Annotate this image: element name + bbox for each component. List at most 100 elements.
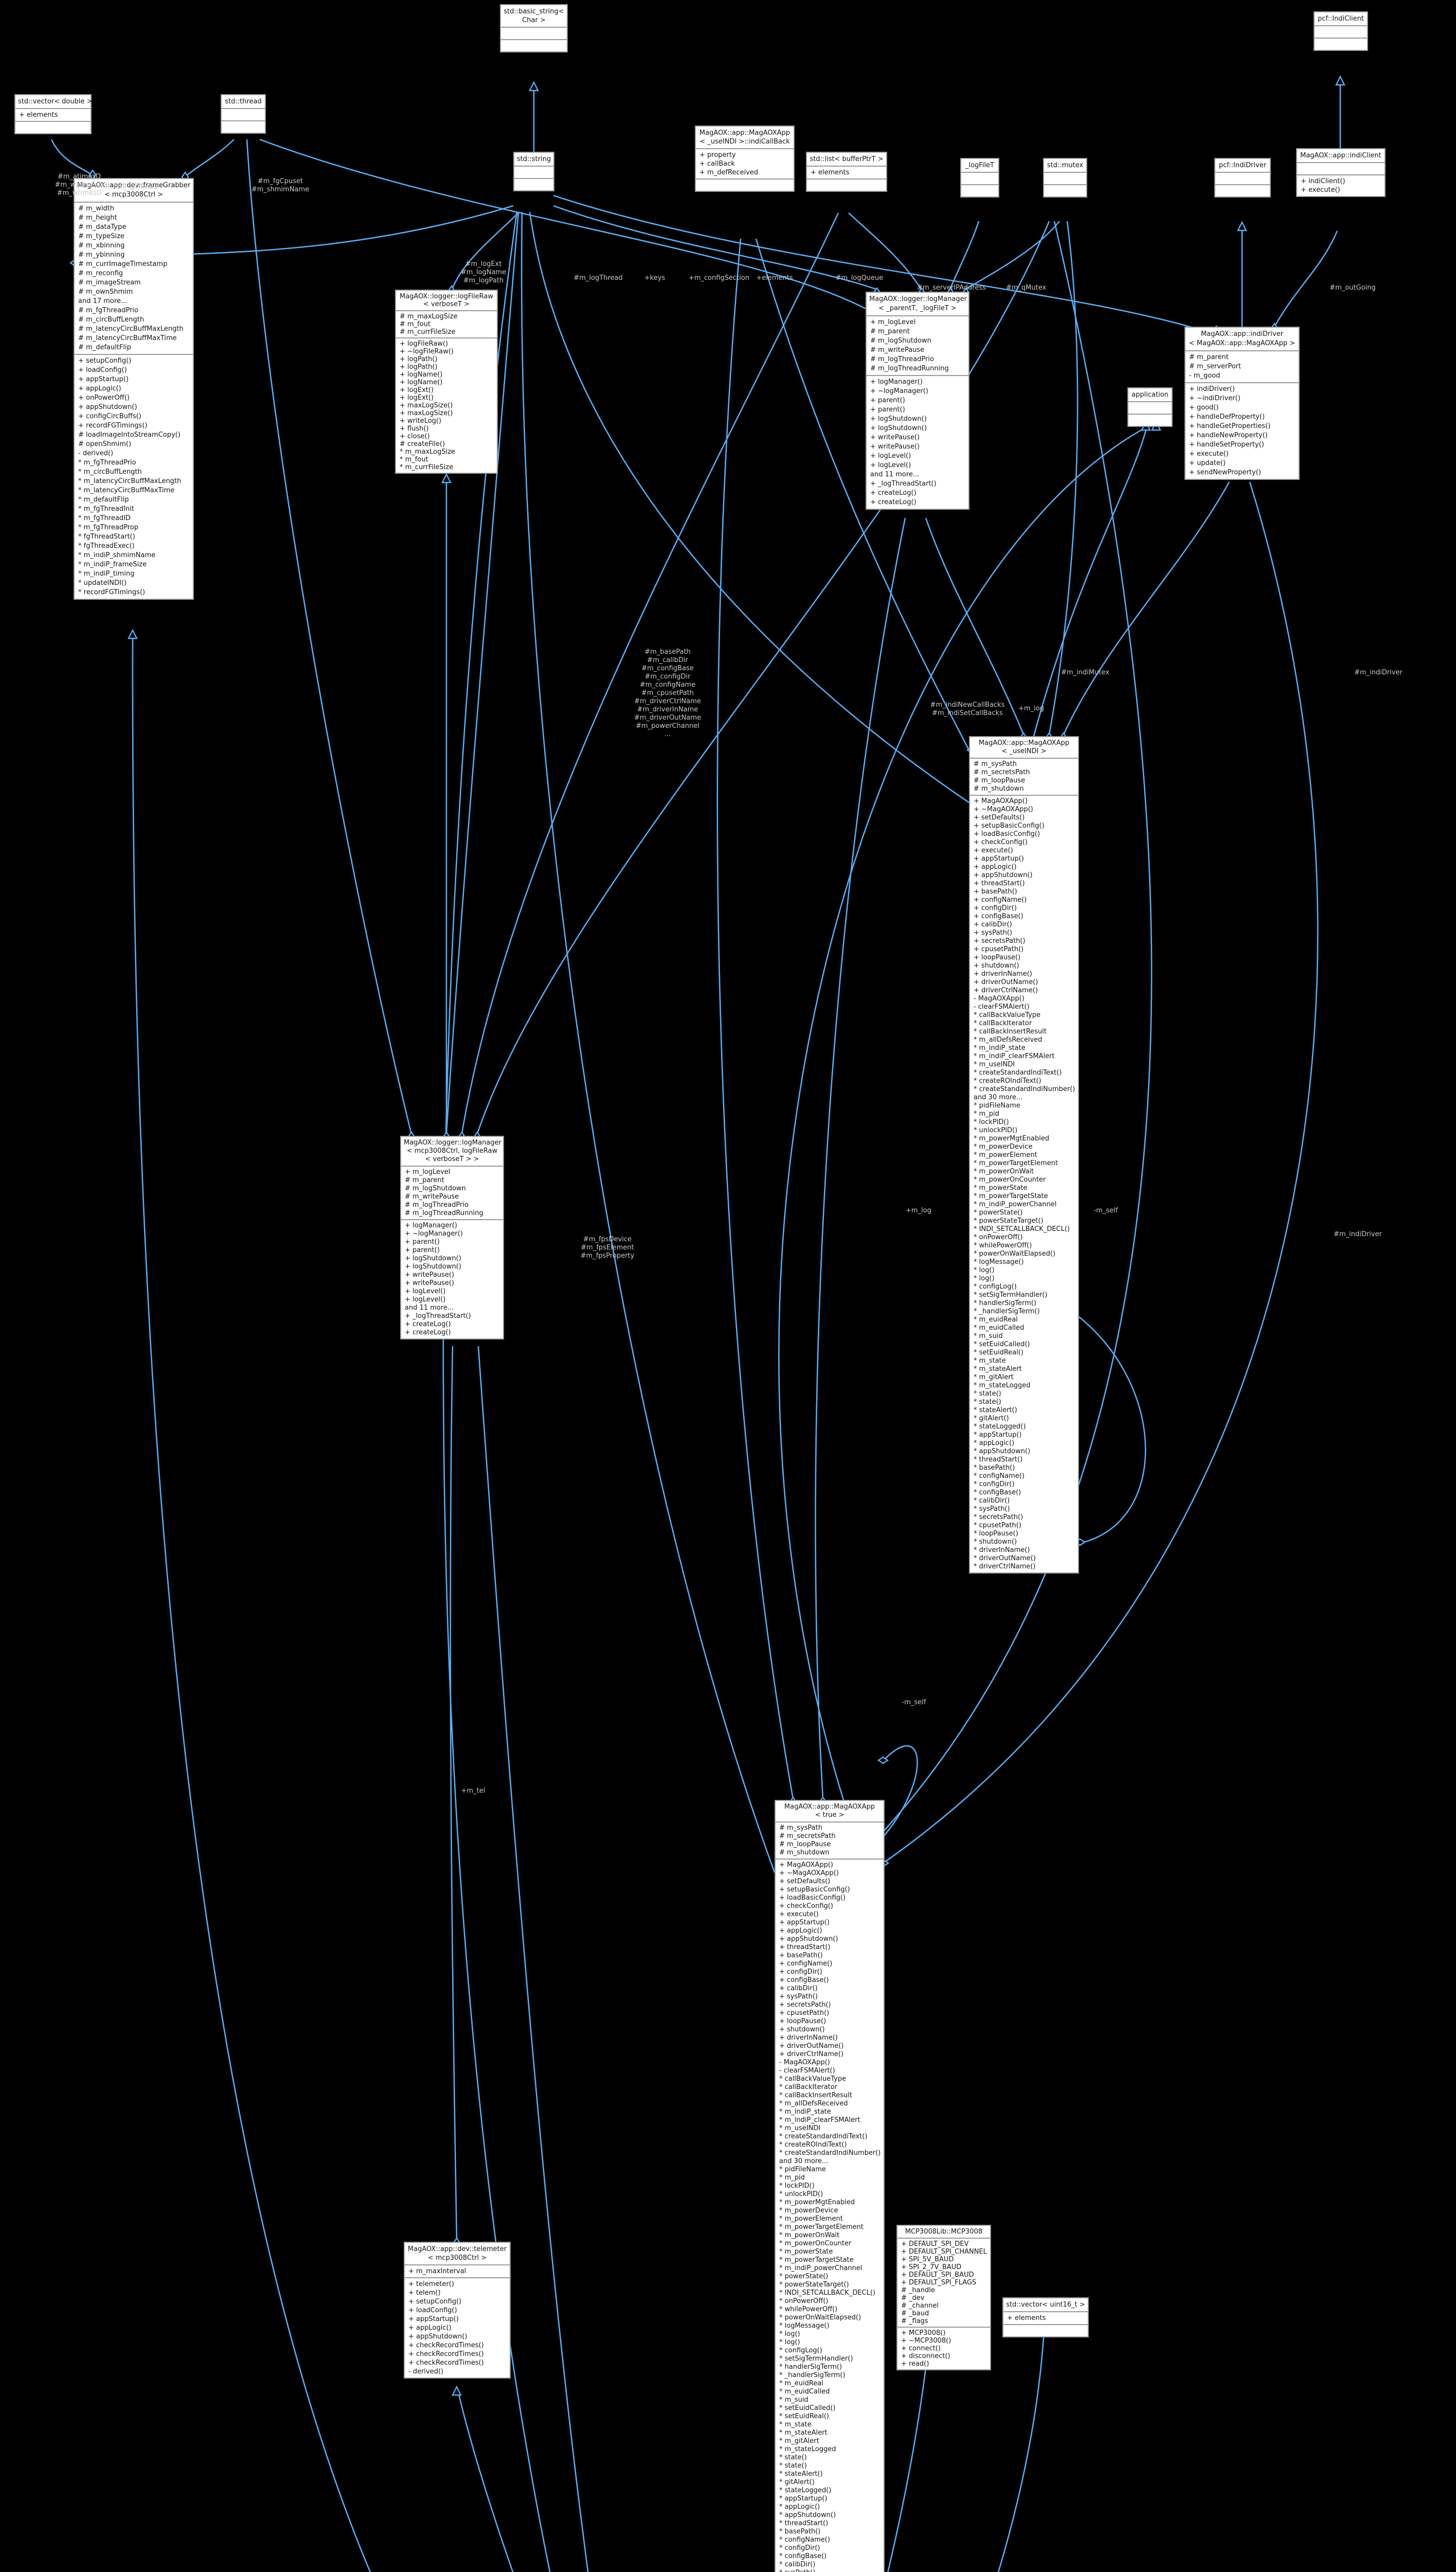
- class-title-line: < MagAOX::app::MagAOXApp >: [1189, 340, 1296, 347]
- attributes-compartment: # m_width# m_height# m_dataType# m_typeS…: [75, 203, 193, 355]
- member-row: * m_maxLogSize: [400, 448, 456, 456]
- class-node-logfileraw[interactable]: MagAOX::logger::logFileRaw< verboseT ># …: [395, 290, 498, 474]
- class-node-std-thread[interactable]: std::thread: [221, 94, 266, 134]
- member-row: * powerOnWaitElapsed(): [974, 1250, 1056, 1258]
- class-title: MagAOX::app::MagAOXApp< true >: [776, 1801, 884, 1823]
- class-node-mcp3008lib[interactable]: MCP3008Lib::MCP3008+ DEFAULT_SPI_DEV+ DE…: [896, 2225, 991, 2370]
- class-node-indidriver-app[interactable]: MagAOX::app::indiDriver< MagAOX::app::Ma…: [1184, 327, 1300, 480]
- member-row: + setupBasicConfig(): [974, 822, 1045, 830]
- class-node-list-bufferptrt[interactable]: std::list< bufferPtrT >+ elements: [806, 152, 887, 192]
- class-node-indicallback[interactable]: MagAOX::app::MagAOXApp< _useINDI >::indi…: [695, 126, 795, 192]
- member-row: and 30 more...: [779, 2157, 829, 2165]
- member-row: + logLevel(): [405, 1288, 446, 1295]
- member-row: * m_stateAlert: [779, 2429, 828, 2437]
- member-row: + driverCtrlName(): [974, 987, 1038, 994]
- attributes-compartment: [1297, 163, 1385, 175]
- member-row: + setupConfig(): [408, 2298, 462, 2306]
- class-node-magaox-indiclient[interactable]: MagAOX::app::indiClient+ indiClient()+ e…: [1296, 148, 1386, 197]
- edge-label-line: #m_logPath: [463, 277, 504, 284]
- member-row: * powerState(): [974, 1209, 1023, 1217]
- class-title: MagAOX::app::MagAOXApp< _useINDI >::indi…: [696, 127, 794, 149]
- member-row: * m_state: [779, 2421, 812, 2428]
- class-title-line: MagAOX::app::dev::telemeter: [407, 2245, 507, 2253]
- class-node-magaoxapp-useindi[interactable]: MagAOX::app::MagAOXApp< _useINDI ># m_sy…: [969, 736, 1079, 1574]
- member-row: * m_suid: [974, 1332, 1003, 1340]
- member-row: * callBackInsertResult: [779, 2092, 852, 2099]
- member-row: # m_secretsPath: [974, 769, 1030, 776]
- class-node-pcf-indiclient[interactable]: pcf::IndiClient: [1314, 11, 1368, 51]
- member-row: * powerStateTarget(): [779, 2281, 849, 2289]
- edge-label: #m_indiNewCallBacks#m_indiSetCallBacks: [930, 701, 1005, 718]
- member-row: + logExt(): [400, 394, 434, 402]
- edge-label: #m_indiMutex: [1061, 669, 1109, 677]
- member-row: + handleDefProperty(): [1189, 413, 1265, 421]
- member-row: + _logThreadStart(): [405, 1312, 471, 1320]
- inheritance-arrow-icon: [529, 81, 539, 92]
- class-node-vector-uint16[interactable]: std::vector< uint16_t >+ elements: [1002, 2297, 1089, 2337]
- class-node-logfilet[interactable]: _logFileT: [960, 158, 999, 198]
- edge-label-line: #m_configDir: [644, 673, 691, 681]
- member-row: * m_indiP_clearFSMAlert: [974, 1052, 1055, 1060]
- member-row: * m_currFileSize: [400, 463, 454, 471]
- member-row: * configLog(): [779, 2347, 822, 2354]
- class-title-line: MagAOX::app::MagAOXApp: [784, 1803, 875, 1811]
- member-row: + indiDriver(): [1189, 385, 1235, 393]
- member-row: + loopPause(): [974, 954, 1021, 961]
- operations-compartment: + logManager()+ ~logManager()+ parent()+…: [867, 376, 968, 509]
- class-node-pcf-indidriver[interactable]: pcf::IndiDriver: [1214, 158, 1271, 198]
- attributes-compartment: [222, 109, 265, 121]
- class-node-logmanager-generic[interactable]: MagAOX::logger::logManager< _parentT, _l…: [866, 292, 969, 510]
- member-row: + appStartup(): [78, 376, 129, 383]
- member-row: # m_loopPause: [974, 777, 1026, 784]
- member-row: # _dev: [901, 2294, 925, 2302]
- member-row: + configDir(): [974, 904, 1017, 912]
- class-title: MagAOX::app::indiDriver< MagAOX::app::Ma…: [1185, 328, 1299, 351]
- member-row: + m_maxInterval: [408, 2267, 466, 2275]
- member-row: # _handle: [901, 2287, 935, 2294]
- edge-label: #m_fgCpuset#m_shmimName: [251, 177, 309, 194]
- edge-label: #m_logExt#m_logName#m_logPath: [461, 260, 506, 285]
- member-row: * logMessage(): [974, 1258, 1024, 1266]
- edge-label: -m_self: [1094, 1207, 1118, 1215]
- edge-label-line: #m_configBase: [641, 665, 694, 672]
- member-row: # m_maxLogSize: [400, 313, 458, 320]
- member-row: + basePath(): [974, 888, 1017, 896]
- class-title-line: MagAOX::app::MagAOXApp: [699, 129, 790, 137]
- class-node-application[interactable]: application: [1127, 387, 1173, 427]
- member-row: * calibDir(): [779, 2561, 816, 2568]
- member-row: * m_useINDI: [974, 1061, 1015, 1068]
- member-row: + logExt(): [400, 386, 434, 394]
- member-row: + MCP3008(): [901, 2329, 946, 2337]
- member-row: + elements: [811, 169, 850, 176]
- class-title-line: std::vector< double >: [18, 98, 93, 105]
- member-row: * m_indiP_clearFSMAlert: [779, 2116, 860, 2124]
- class-title-line: MagAOX::logger::logManager: [404, 1139, 501, 1147]
- member-row: * loopPause(): [974, 1530, 1018, 1538]
- member-row: + MagAOXApp(): [779, 1861, 833, 1869]
- class-node-vector-double[interactable]: std::vector< double >+ elements: [14, 94, 92, 134]
- member-row: + logFileRaw(): [400, 340, 448, 348]
- edge-label: #m_indiDriver: [1354, 669, 1403, 677]
- operations-compartment: + logFileRaw()+ ~logFileRaw()+ logPath()…: [396, 338, 497, 473]
- member-row: * configBase(): [779, 2552, 827, 2560]
- member-row: * m_stateAlert: [974, 1365, 1022, 1373]
- class-node-framegrabber[interactable]: MagAOX::app::dev::frameGrabber< mcp3008C…: [74, 178, 194, 600]
- class-node-logmanager-mcp[interactable]: MagAOX::logger::logManager< mcp3008Ctrl,…: [400, 1136, 504, 1339]
- class-title-line: MagAOX::app::MagAOXApp: [978, 739, 1070, 747]
- class-title: std::vector< uint16_t >: [1003, 2298, 1088, 2312]
- member-row: + elements: [1007, 2314, 1046, 2322]
- operations-compartment: + indiDriver()+ ~indiDriver()+ good()+ h…: [1185, 383, 1299, 479]
- member-row: * setSigTermHandler(): [779, 2355, 853, 2363]
- class-node-std-mutex[interactable]: std::mutex: [1043, 158, 1087, 198]
- class-node-telemeter[interactable]: MagAOX::app::dev::telemeter< mcp3008Ctrl…: [404, 2242, 511, 2379]
- member-row: * callBackValueType: [779, 2075, 847, 2083]
- class-node-std-string[interactable]: std::string: [513, 152, 554, 191]
- edge-label-line: #m_logName: [460, 269, 507, 276]
- attributes-compartment: + elements: [807, 167, 886, 180]
- member-row: + setupBasicConfig(): [779, 1886, 850, 1894]
- member-row: * m_powerElement: [974, 1151, 1037, 1159]
- class-node-basic-string[interactable]: std::basic_string<Char >: [500, 4, 568, 52]
- inheritance-arrow-icon: [1335, 75, 1345, 86]
- class-node-magaoxapp-true[interactable]: MagAOX::app::MagAOXApp< true ># m_sysPat…: [775, 1800, 885, 2572]
- edge: [445, 211, 519, 1134]
